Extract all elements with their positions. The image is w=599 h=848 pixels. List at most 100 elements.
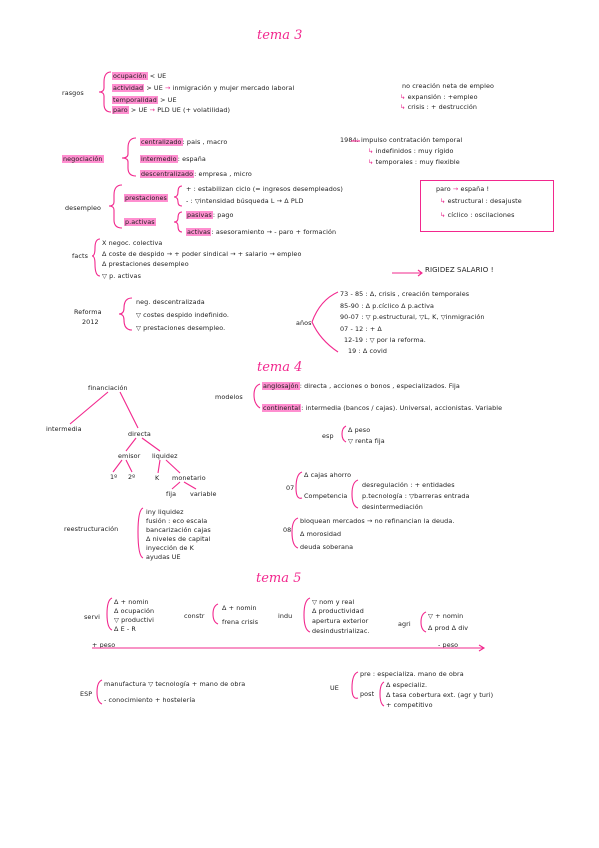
ue-item: + competitivo <box>386 701 433 709</box>
reestructuracion-label: reestructuración <box>64 525 119 533</box>
facts-item: Δ coste de despido → + poder sindical → … <box>102 250 302 258</box>
note-text: ↳ expansión : +empleo <box>400 93 478 101</box>
indu-item: apertura exterior <box>312 617 369 625</box>
pact-item: pasivas: pago <box>186 211 234 219</box>
neg-item: intermedio: españa <box>140 155 206 163</box>
tree-leaf: variable <box>190 490 217 498</box>
note-text: ↳ indefinidos : muy rígido <box>368 147 454 155</box>
reest-item: bancarización cajas <box>146 526 211 534</box>
ue-item: Δ especializ. <box>386 681 428 689</box>
esp-item: ▽ renta fija <box>348 437 385 445</box>
indu-item: Δ productividad <box>312 607 364 615</box>
rasgos-item: temporalidad > UE <box>112 96 177 104</box>
modelos-label: modelos <box>215 393 243 401</box>
modelos-item: anglosajón: directa , acciones o bonos ,… <box>262 382 460 390</box>
ue-post-label: post <box>360 690 375 698</box>
title-tema-3: tema 3 <box>257 28 303 43</box>
neg-item: descentralizado: empresa , micro <box>140 170 252 178</box>
indu-label: indu <box>278 612 293 620</box>
facts-item: ▽ p. activas <box>102 272 142 280</box>
paro-box-text: paro → españa ! <box>436 185 490 193</box>
rasgos-item: actividad > UE → inmigración y mujer mer… <box>112 84 295 92</box>
servi-item: Δ ocupación <box>114 607 155 615</box>
year-label: 07 <box>286 484 295 492</box>
ue-item: pre : especializa. mano de obra <box>360 670 464 678</box>
anos-item: 85-90 : Δ p.cíclico Δ p.activa <box>340 302 434 310</box>
reforma-item: ▽ costes despido indefinido. <box>136 311 229 319</box>
rigidez-text: RIGIDEZ SALARIO ! <box>425 266 494 274</box>
directa-label: directa <box>128 430 151 438</box>
indu-item: ▽ nom y real <box>312 598 355 606</box>
facts-item: Δ prestaciones desempleo <box>102 260 189 268</box>
ue-label: UE <box>330 684 339 692</box>
facts-item: X negoc. colectiva <box>102 239 163 247</box>
competencia-item: desintermediación <box>362 503 423 511</box>
reest-item: iny liquidez <box>146 508 184 516</box>
reest-item: fusión : eco escala <box>146 517 208 525</box>
constr-item: Δ + nomin <box>222 604 257 612</box>
title-tema-5: tema 5 <box>256 571 302 586</box>
pactivas-label: p.activas <box>124 218 156 226</box>
agri-label: agri <box>398 620 411 628</box>
esp-label-t5: ESP <box>80 690 93 698</box>
reforma-year: 2012 <box>82 318 99 326</box>
servi-label: servi <box>84 613 100 621</box>
constr-label: constr <box>184 612 205 620</box>
modelos-item: continental: intermedia (bancos / cajas)… <box>262 404 503 412</box>
note-text: ↳ crisis : + destrucción <box>400 103 478 111</box>
year-label: 08 <box>283 526 292 534</box>
esp-label: esp <box>322 432 334 440</box>
anos-item: 07 - 12 : + Δ <box>340 325 382 333</box>
prestaciones-label: prestaciones <box>124 194 168 202</box>
servi-item: Δ + nomin <box>114 598 149 606</box>
pact-item: activas: asesoramiento → - paro + formac… <box>186 228 337 236</box>
liquidez-label: liquidez <box>152 452 178 460</box>
anos-item: 90-07 : ▽ p.estructural, ▽L, K, ▽inmigra… <box>340 313 485 321</box>
tree-leaf: K <box>155 474 160 482</box>
peso-label-left: + peso <box>92 641 116 649</box>
reforma-label: Reforma <box>74 308 102 316</box>
paro-box-text: ↳ cíclico : oscilaciones <box>440 211 515 219</box>
anos-item: 12-19 : ▽ por la reforma. <box>344 336 426 344</box>
tree-leaf: 2º <box>128 473 136 481</box>
reest-item: inyección de K <box>146 544 194 552</box>
indu-item: desindustrializac. <box>312 627 370 635</box>
competencia-label: Competencia <box>304 492 348 500</box>
anos-label: años <box>296 319 312 327</box>
crisis-item: deuda soberana <box>300 543 354 551</box>
note-text: no creación neta de empleo <box>402 82 495 90</box>
negociacion-label: negociación <box>62 155 104 163</box>
servi-item: Δ E - R <box>114 625 136 633</box>
prest-item: - : ▽intensidad búsqueda L → Δ PLD <box>186 197 304 205</box>
agri-item: ▽ + nomin <box>428 612 464 620</box>
facts-label: facts <box>72 252 89 260</box>
competencia-item: p.tecnología : ▽barreras entrada <box>362 492 470 500</box>
competencia-item: Δ cajas ahorro <box>304 471 352 479</box>
paro-box-text: ↳ estructural : desajuste <box>440 197 522 205</box>
esp-item-t5: - conocimiento + hostelería <box>104 696 196 704</box>
constr-item: frena crisis <box>222 618 259 626</box>
intermedia-label: intermedia <box>46 425 82 433</box>
neg-item: centralizado: pais , macro <box>140 138 228 146</box>
competencia-item: desregulación : + entidades <box>362 481 455 489</box>
tree-leaf: 1º <box>110 473 118 481</box>
agri-item: Δ prod Δ div <box>428 624 469 632</box>
rasgos-label: rasgos <box>62 89 84 97</box>
anos-item: 19 : Δ covid <box>348 347 387 355</box>
title-tema-4: tema 4 <box>257 360 303 375</box>
reforma-item: neg. descentralizada <box>136 298 205 306</box>
servi-item: ▽ productivi <box>114 616 155 624</box>
paro-box <box>420 180 554 232</box>
esp-item: Δ peso <box>348 426 371 434</box>
anos-item: 73 - 85 : Δ, crisis , creación temporale… <box>340 290 470 298</box>
crisis-item: Δ morosidad <box>300 530 342 538</box>
note-text: ↳ temporales : muy flexible <box>368 158 460 166</box>
reest-item: Δ niveles de capital <box>146 535 211 543</box>
emisor-label: emisor <box>118 452 141 460</box>
desempleo-label: desempleo <box>65 204 102 212</box>
crisis-item: bloquean mercados → no refinancian la de… <box>300 517 455 525</box>
peso-label-right: - peso <box>438 641 459 649</box>
esp-item-t5: manufactura ▽ tecnología + mano de obra <box>104 680 246 688</box>
rasgos-item: paro > UE → PLD UE (+ volatilidad) <box>112 106 231 114</box>
